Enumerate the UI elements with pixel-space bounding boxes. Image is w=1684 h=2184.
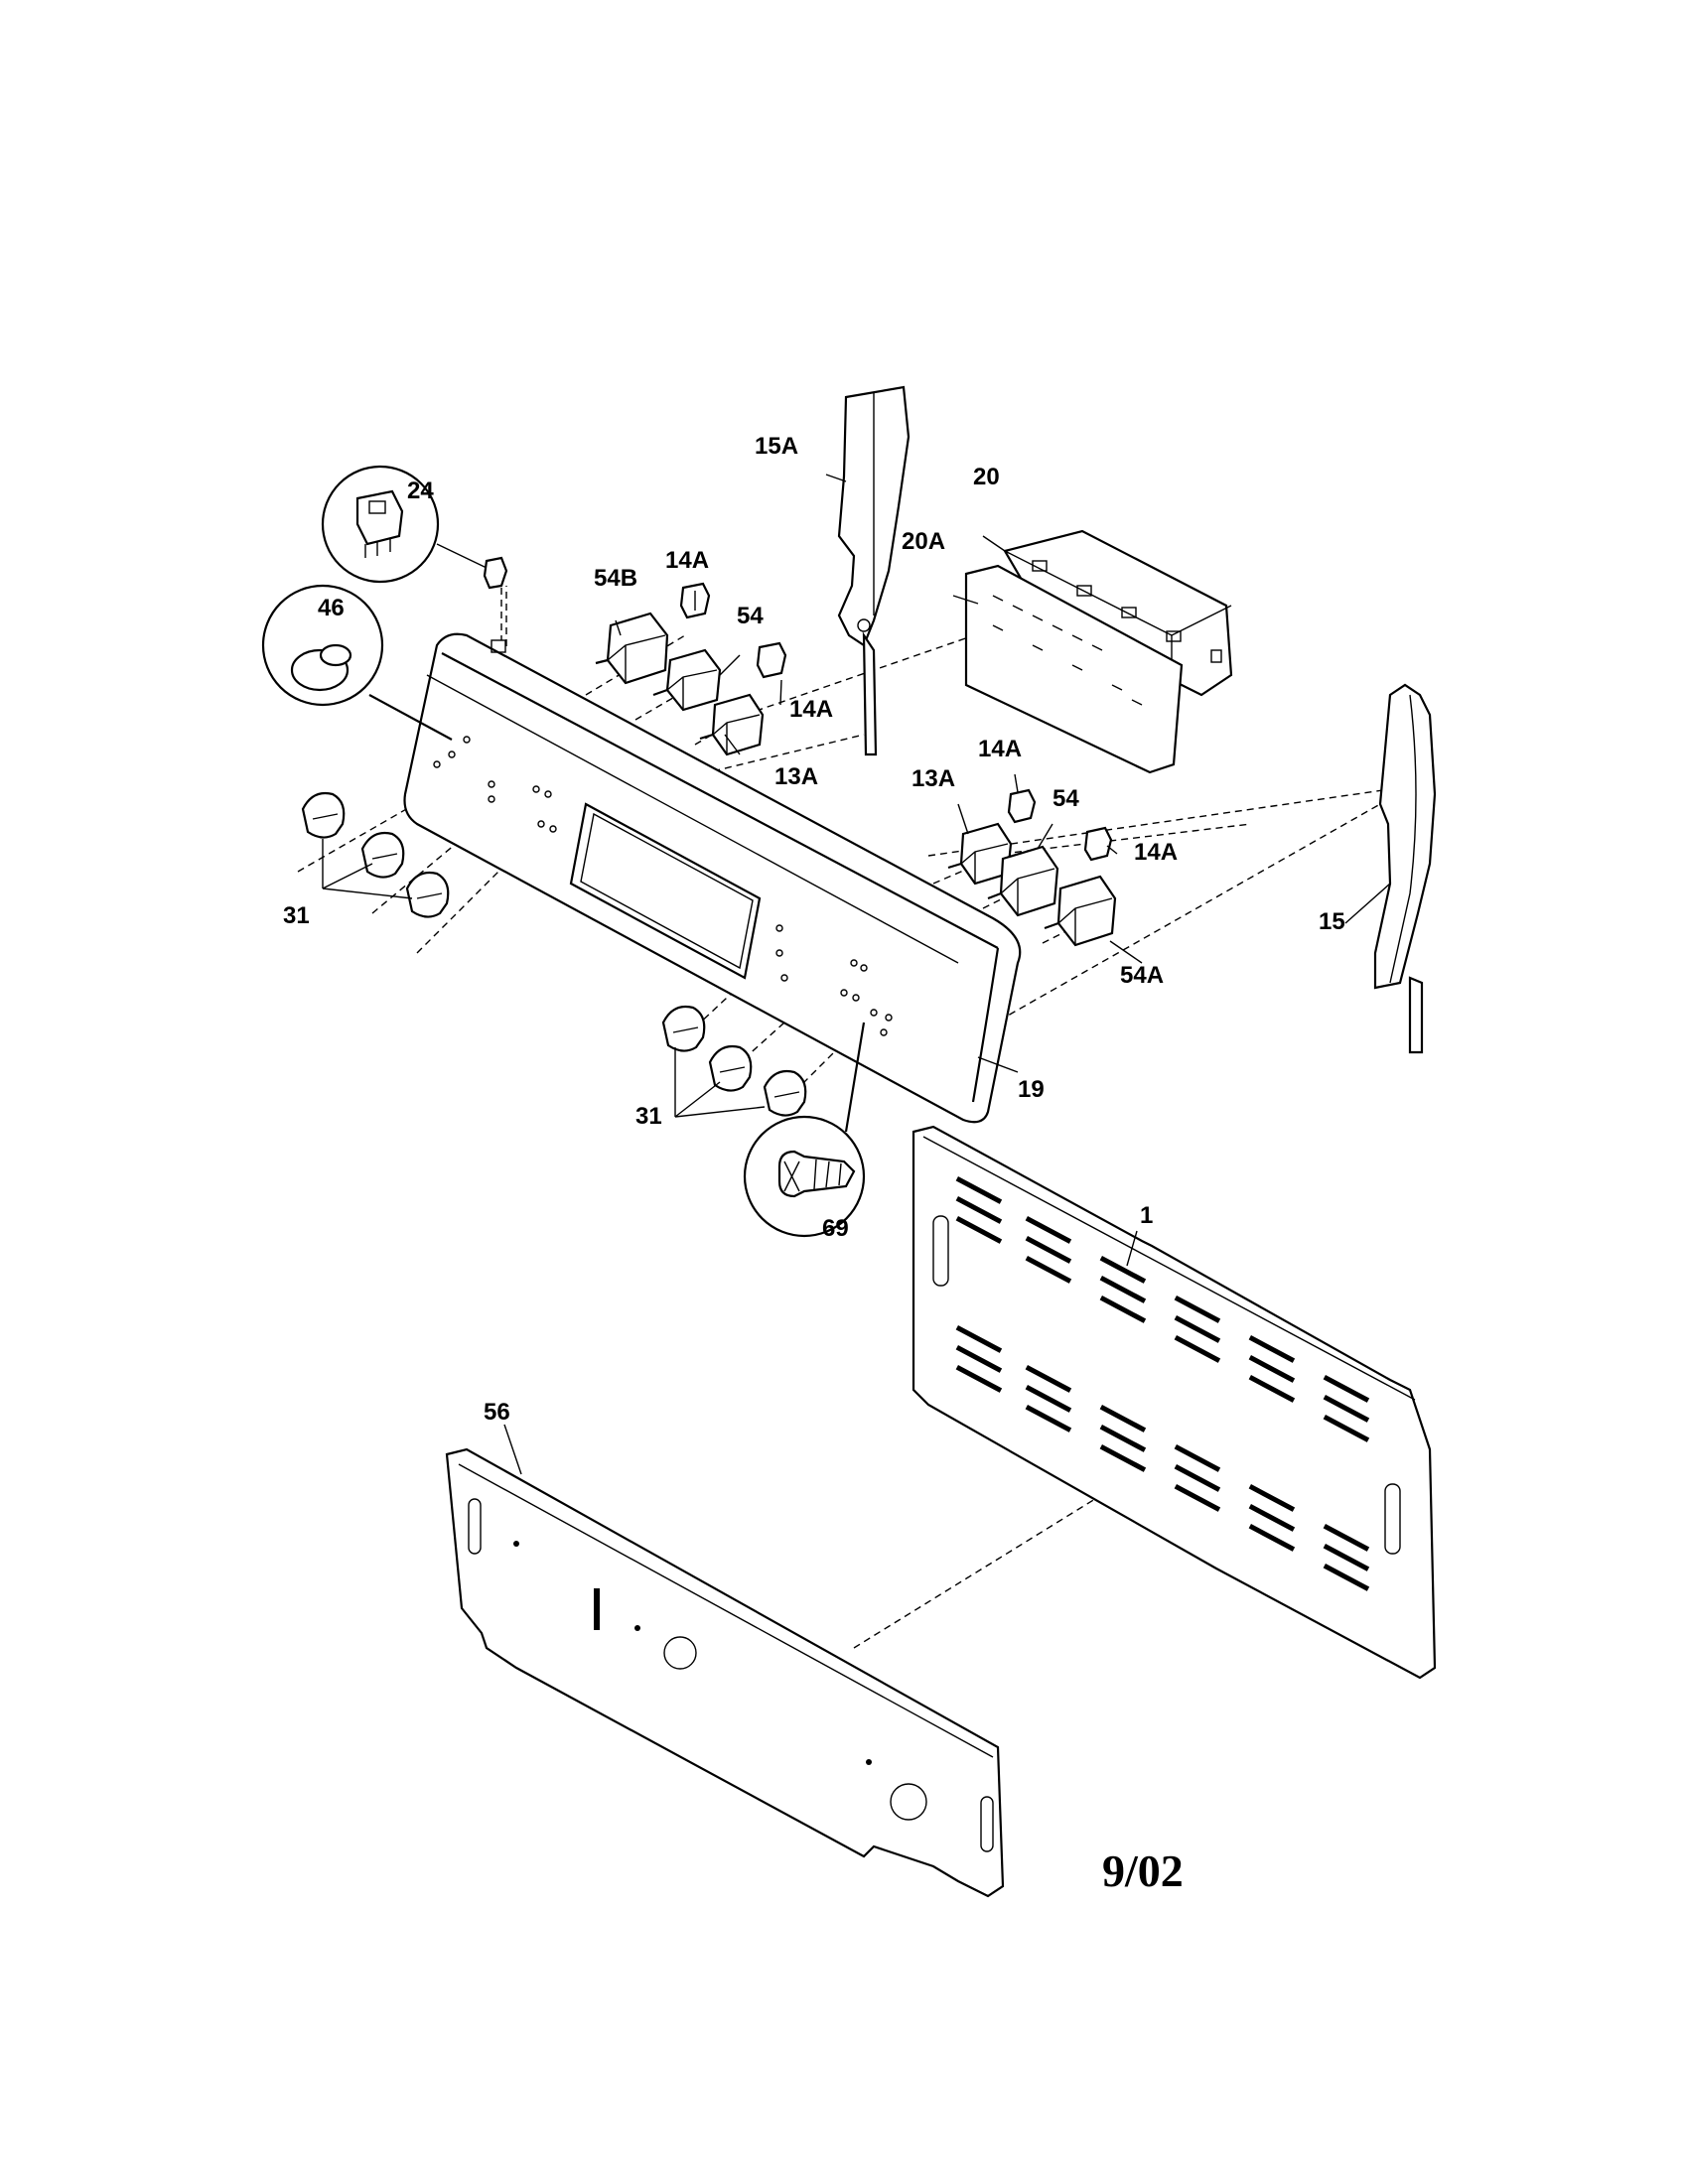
lower-panel-56: [445, 1447, 1005, 1898]
label-20A: 20A: [902, 528, 945, 555]
label-46: 46: [318, 595, 345, 621]
right-end-bracket-15: [1373, 683, 1437, 1054]
control-knobs-right: [661, 1005, 807, 1117]
label-69: 69: [822, 1215, 849, 1242]
label-31-right: 31: [635, 1103, 662, 1130]
knob-leader-lines: [322, 839, 766, 1118]
control-overlay-20A: [964, 564, 1184, 774]
label-56: 56: [484, 1399, 510, 1426]
part-labels: 15A 20 20A 24 46 54B 14A 54 14A 13A 14A …: [283, 433, 1345, 1426]
label-leader-lines: [503, 474, 1391, 1475]
label-24: 24: [407, 478, 434, 504]
label-31-left: 31: [283, 902, 310, 929]
label-54-upper: 54: [737, 603, 764, 629]
rear-panel-1: [912, 1125, 1437, 1680]
left-end-bracket-15A: [837, 385, 911, 756]
label-54A: 54A: [1120, 962, 1164, 989]
label-14A-top-left: 14A: [665, 547, 709, 574]
label-54B: 54B: [594, 565, 637, 592]
infinite-switches-upper: [595, 582, 787, 756]
label-54-lower: 54: [1052, 785, 1079, 812]
infinite-switches-lower: [947, 788, 1117, 947]
label-14A-lower-top: 14A: [978, 736, 1022, 762]
control-knobs-left: [301, 791, 450, 918]
callout-button-46: [261, 584, 453, 741]
date-code: 9/02: [1102, 1845, 1184, 1896]
label-15A: 15A: [755, 433, 798, 460]
control-panel-backguard: [403, 632, 1022, 1124]
label-14A-upper-right: 14A: [789, 696, 833, 723]
label-13A-upper: 13A: [774, 763, 818, 790]
callout-screw-69: [743, 1022, 866, 1238]
label-13A-lower: 13A: [912, 765, 955, 792]
callout-rocker-switch-24: [321, 465, 508, 640]
label-19: 19: [1018, 1076, 1045, 1103]
label-14A-lower-right: 14A: [1134, 839, 1178, 866]
label-1: 1: [1140, 1202, 1153, 1229]
rear-panel-louvers: [955, 1175, 1370, 1591]
label-20: 20: [973, 464, 1000, 490]
label-15: 15: [1319, 908, 1345, 935]
